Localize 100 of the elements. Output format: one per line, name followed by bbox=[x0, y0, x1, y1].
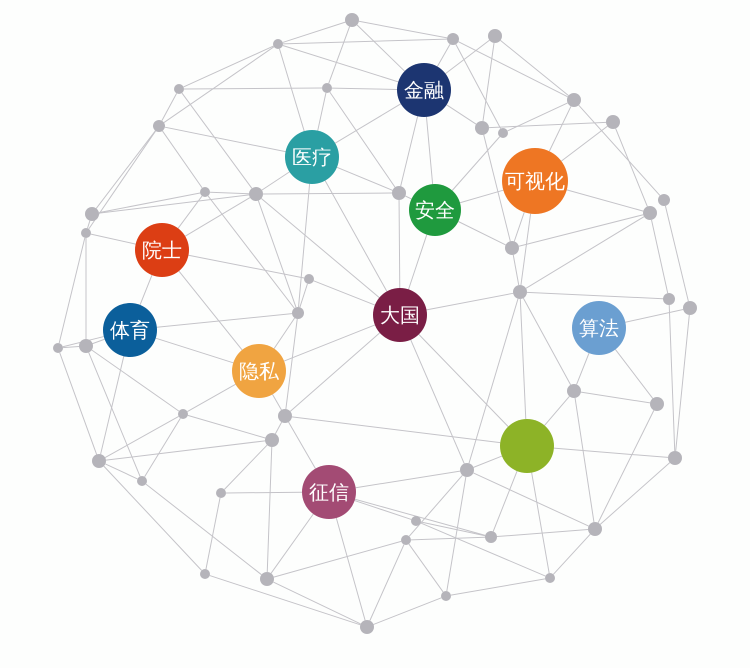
connector-line bbox=[408, 544, 444, 592]
connector-line bbox=[436, 44, 451, 68]
node-dot bbox=[216, 488, 226, 498]
connector-line bbox=[260, 198, 380, 298]
connector-line bbox=[209, 575, 361, 626]
connector-line bbox=[548, 106, 572, 152]
connector-line bbox=[282, 45, 399, 82]
connector-line bbox=[88, 130, 156, 230]
connector-line bbox=[566, 189, 644, 212]
connector-line bbox=[317, 92, 326, 132]
connector-line bbox=[552, 534, 591, 575]
topic-circle bbox=[232, 344, 286, 398]
connector-line bbox=[104, 416, 180, 458]
connector-line bbox=[208, 195, 295, 309]
connector-line bbox=[186, 384, 236, 412]
connector-line bbox=[472, 472, 590, 527]
connector-line bbox=[181, 92, 252, 189]
node-dot bbox=[200, 569, 210, 579]
connector-line bbox=[98, 194, 250, 214]
connector-line bbox=[103, 466, 202, 571]
node-dot bbox=[85, 207, 99, 221]
connector-line bbox=[98, 192, 201, 214]
connector-line bbox=[358, 20, 448, 38]
connector-line bbox=[336, 166, 394, 191]
topic-label: 体育 bbox=[110, 320, 150, 340]
connector-line bbox=[226, 492, 302, 494]
connector-line bbox=[272, 582, 362, 624]
node-dot bbox=[488, 29, 502, 43]
node-dot bbox=[650, 397, 664, 411]
node-dot bbox=[663, 293, 675, 305]
connector-line bbox=[355, 470, 461, 488]
node-dot bbox=[53, 343, 63, 353]
connector-line bbox=[87, 220, 90, 229]
connector-line bbox=[468, 298, 518, 464]
connector-line bbox=[615, 128, 648, 208]
node-dot bbox=[322, 83, 332, 93]
connector-line bbox=[261, 171, 290, 191]
connector-line bbox=[59, 352, 98, 455]
connector-line bbox=[140, 274, 152, 306]
node-dot bbox=[174, 84, 184, 94]
connector-line bbox=[329, 92, 396, 188]
connector-line bbox=[492, 470, 518, 532]
connector-line bbox=[282, 38, 448, 44]
connector-line bbox=[518, 214, 644, 247]
connector-line bbox=[522, 298, 572, 386]
node-dot bbox=[92, 454, 106, 468]
connector-line bbox=[273, 540, 402, 578]
node-dot bbox=[411, 516, 421, 526]
connector-line bbox=[104, 463, 138, 480]
connector-line bbox=[512, 254, 520, 286]
connector-line bbox=[400, 116, 418, 187]
connector-line bbox=[507, 102, 568, 132]
connector-line bbox=[488, 122, 606, 128]
connector-line bbox=[210, 192, 250, 194]
connector-line bbox=[531, 472, 550, 574]
connector-line bbox=[354, 498, 486, 536]
node-dot bbox=[668, 451, 682, 465]
node-dot bbox=[567, 93, 581, 107]
connector-line bbox=[92, 338, 106, 344]
topic-label: 院士 bbox=[142, 240, 182, 260]
connector-line bbox=[473, 456, 502, 468]
node-dot bbox=[137, 476, 147, 486]
topic-circle bbox=[135, 223, 189, 277]
topic-label: 安全 bbox=[415, 200, 455, 220]
node-dot bbox=[658, 194, 670, 206]
node-dot bbox=[485, 531, 497, 543]
node-dot bbox=[360, 620, 374, 634]
topic-label: 医疗 bbox=[292, 147, 332, 167]
connector-line bbox=[544, 396, 570, 426]
connector-line bbox=[675, 314, 690, 452]
node-dot bbox=[475, 121, 489, 135]
topic-circle bbox=[302, 465, 356, 519]
node-dot bbox=[200, 187, 210, 197]
connector-line bbox=[410, 339, 465, 464]
connector-line bbox=[155, 338, 234, 364]
connector-line bbox=[178, 270, 243, 350]
connector-line bbox=[668, 304, 676, 452]
connector-line bbox=[408, 234, 428, 290]
connector-line bbox=[525, 216, 645, 289]
connector-line bbox=[420, 522, 486, 536]
connector-line bbox=[188, 254, 305, 279]
connector-line bbox=[184, 88, 322, 90]
connector-line bbox=[356, 24, 406, 72]
connector-line bbox=[274, 317, 296, 350]
node-dot bbox=[304, 274, 314, 284]
connector-line bbox=[580, 392, 651, 404]
topic-circle bbox=[285, 130, 339, 184]
connector-line bbox=[324, 180, 388, 292]
topic-circle bbox=[502, 148, 568, 214]
connector-line bbox=[288, 422, 316, 470]
connector-line bbox=[164, 126, 286, 152]
connector-line bbox=[458, 221, 506, 246]
connector-line bbox=[144, 418, 181, 478]
connector-line bbox=[328, 26, 350, 84]
connector-line bbox=[446, 104, 477, 125]
node-dot bbox=[265, 433, 279, 447]
connector-line bbox=[459, 190, 504, 204]
connector-line bbox=[373, 597, 442, 625]
connector-line bbox=[145, 484, 262, 576]
connector-line bbox=[520, 213, 532, 286]
